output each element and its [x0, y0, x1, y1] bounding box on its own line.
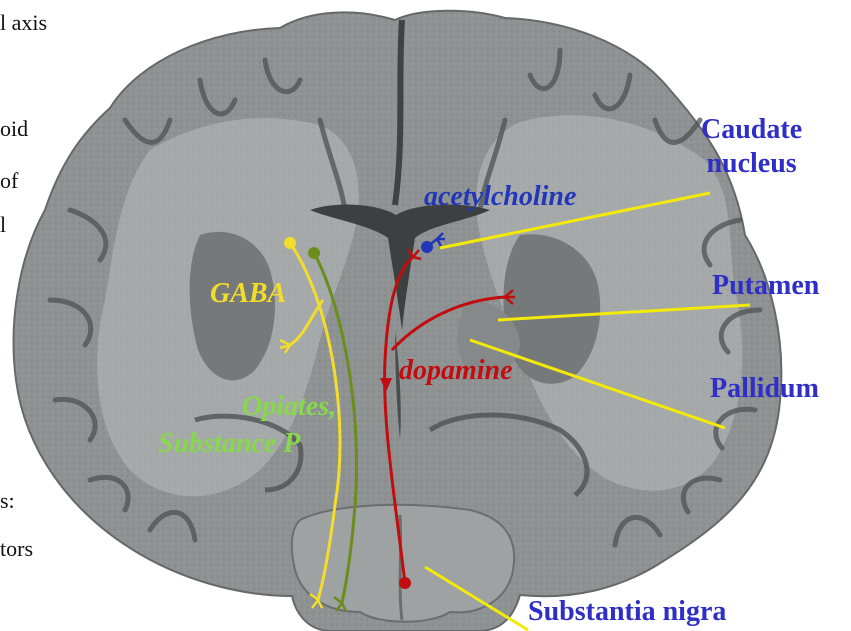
left-text-fragment-6: tors: [0, 538, 33, 560]
left-text-fragment-2: oid: [0, 118, 28, 140]
putamen-label: Putamen: [712, 272, 819, 300]
left-text-fragment-4: l: [0, 214, 6, 236]
caudate-label-line2: nucleus: [701, 147, 802, 181]
caudate-label-line1: Caudate: [701, 113, 802, 147]
left-text-fragment-5: s:: [0, 490, 15, 512]
pallidum-label: Pallidum: [710, 375, 819, 403]
substantia-nigra-label: Substantia nigra: [528, 598, 726, 626]
dopamine-label: dopamine: [399, 357, 513, 385]
left-text-fragment-1: l axis: [0, 12, 47, 34]
gaba-label: GABA: [210, 280, 286, 308]
opiates-label-line2: Substance P: [158, 430, 300, 458]
gaba-origin-dot: [284, 237, 296, 249]
caudate-nucleus-label: Caudate nucleus: [701, 113, 802, 180]
opiates-label-line1: Opiates,: [242, 393, 336, 421]
opiates-origin-dot: [308, 247, 320, 259]
acetylcholine-label: acetylcholine: [424, 183, 576, 211]
left-text-fragment-3: of: [0, 170, 18, 192]
dopamine-origin-dot: [399, 577, 411, 589]
